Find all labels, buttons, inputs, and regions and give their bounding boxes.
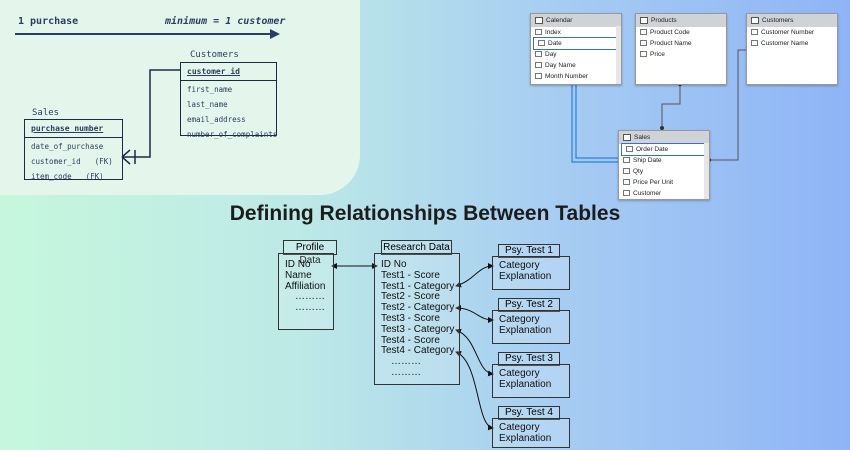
table-icon — [751, 17, 759, 24]
sales-field[interactable]: Ship Date — [619, 155, 709, 166]
customers-field: first_name — [187, 85, 233, 94]
profile-data-box: ID No Name Affiliation ……… ……… — [278, 253, 334, 330]
customers-field[interactable]: Customer Number — [747, 27, 837, 38]
research-field: Test4 - Category — [381, 345, 455, 357]
psy-test-4-box: Category Explanation — [492, 418, 570, 448]
profile-ellipsis: ……… — [295, 291, 325, 303]
research-field: Test4 - Score — [381, 334, 440, 346]
profile-field: Affiliation — [285, 280, 326, 292]
sales-table-card[interactable]: Sales Order Date Ship Date Qty Price Per… — [618, 130, 710, 200]
research-field: Test2 - Category — [381, 302, 455, 314]
profile-field: ID No — [285, 259, 311, 270]
psy-test-field: Explanation — [499, 432, 552, 444]
customers-field[interactable]: Customer Name — [747, 38, 837, 49]
psy-test-3-box: Category Explanation — [492, 364, 570, 398]
sales-sketch-label: Sales — [32, 108, 60, 118]
sales-title: Sales — [634, 134, 651, 141]
sales-field: date_of_purchase — [31, 142, 104, 151]
sales-fk-field: customer_id — [31, 157, 81, 166]
research-field: Test1 - Category — [381, 280, 455, 292]
products-title: Products — [651, 17, 677, 24]
fk-marker: (FK) — [94, 157, 113, 166]
research-ellipsis: ……… — [391, 356, 421, 368]
customers-field: last_name — [187, 100, 228, 109]
psy-test-4-tab: Psy. Test 4 — [498, 406, 560, 420]
fk-marker: (FK) — [85, 172, 104, 181]
calendar-scrollbar[interactable] — [616, 26, 621, 84]
products-field[interactable]: Product Name — [636, 38, 726, 49]
products-field[interactable]: Product Code — [636, 27, 726, 38]
research-ellipsis: ……… — [391, 366, 421, 378]
sales-field-selected[interactable]: Order Date — [621, 143, 707, 156]
sales-header: Sales — [619, 131, 709, 144]
profile-ellipsis: ……… — [295, 302, 325, 314]
research-field: ID No — [381, 259, 407, 270]
psy-test-field: Category — [499, 422, 540, 433]
products-field[interactable]: Price — [636, 49, 726, 60]
customers-sketch-table: customer_id first_name last_name email_a… — [180, 62, 277, 139]
sales-pk: purchase_number — [25, 120, 122, 138]
table-icon — [640, 17, 648, 24]
psy-test-3-tab: Psy. Test 3 — [498, 352, 560, 366]
calendar-field[interactable]: Day — [531, 49, 621, 60]
calendar-field[interactable]: Index — [531, 27, 621, 38]
customers-field: number_of_complaints — [187, 130, 278, 139]
research-data-tab: Research Data — [381, 240, 452, 255]
customers-title: Customers — [762, 17, 794, 24]
profile-field: Name — [285, 269, 312, 281]
whiteboard-sketch: 1 purchase minimum = 1 customer Customer… — [0, 0, 360, 195]
customers-sketch-label: Customers — [190, 50, 239, 60]
psy-test-field: Explanation — [499, 324, 552, 336]
arrow-right-label: minimum = 1 customer — [165, 16, 286, 27]
research-field: Test3 - Score — [381, 312, 440, 324]
psy-test-field: Explanation — [499, 270, 552, 282]
psy-test-1-box: Category Explanation — [492, 256, 570, 290]
research-field: Test3 - Category — [381, 323, 455, 335]
model-relationship-lines — [571, 49, 746, 163]
sales-field[interactable]: Price Per Unit — [619, 177, 709, 188]
research-data-box: ID No Test1 - Score Test1 - Category Tes… — [374, 253, 460, 385]
page-title: Defining Relationships Between Tables — [229, 202, 621, 225]
sales-field: item_code (FK) — [25, 168, 122, 183]
calendar-title: Calendar — [546, 17, 573, 24]
psy-test-field: Category — [499, 368, 540, 379]
psy-test-field: Category — [499, 314, 540, 325]
calendar-field-selected[interactable]: Date — [533, 37, 619, 50]
sales-sketch-table: purchase_number date_of_purchase custome… — [24, 119, 123, 183]
arrow-left-label: 1 purchase — [18, 16, 79, 27]
research-field: Test1 - Score — [381, 269, 440, 281]
sales-field: customer_id (FK) — [25, 153, 122, 168]
profile-data-tab: Profile Data — [283, 240, 337, 266]
research-field: Test2 - Score — [381, 291, 440, 303]
table-icon — [535, 17, 543, 24]
sales-field[interactable]: Customer — [619, 188, 709, 199]
calendar-header: Calendar — [531, 14, 621, 27]
calendar-field[interactable]: Month Number — [531, 71, 621, 82]
table-icon — [623, 134, 631, 141]
sales-scrollbar[interactable] — [704, 143, 709, 199]
psy-test-field: Category — [499, 260, 540, 271]
sales-field[interactable]: Qty — [619, 166, 709, 177]
psy-test-field: Explanation — [499, 378, 552, 390]
customers-table-card[interactable]: Customers Customer Number Customer Name — [746, 13, 838, 85]
calendar-table-card[interactable]: Calendar Index Date Day Day Name Month N… — [530, 13, 622, 85]
customers-field: email_address — [187, 115, 246, 124]
psy-test-2-tab: Psy. Test 2 — [498, 298, 560, 312]
psy-test-1-tab: Psy. Test 1 — [498, 244, 560, 258]
products-table-card[interactable]: Products Product Code Product Name Price — [635, 13, 727, 85]
calendar-field[interactable]: Day Name — [531, 60, 621, 71]
customers-header: Customers — [747, 14, 837, 27]
products-header: Products — [636, 14, 726, 27]
sketch-connectors — [15, 29, 280, 165]
customers-pk: customer_id — [181, 63, 276, 81]
sales-fk-field: item_code — [31, 172, 72, 181]
psy-test-2-box: Category Explanation — [492, 310, 570, 344]
